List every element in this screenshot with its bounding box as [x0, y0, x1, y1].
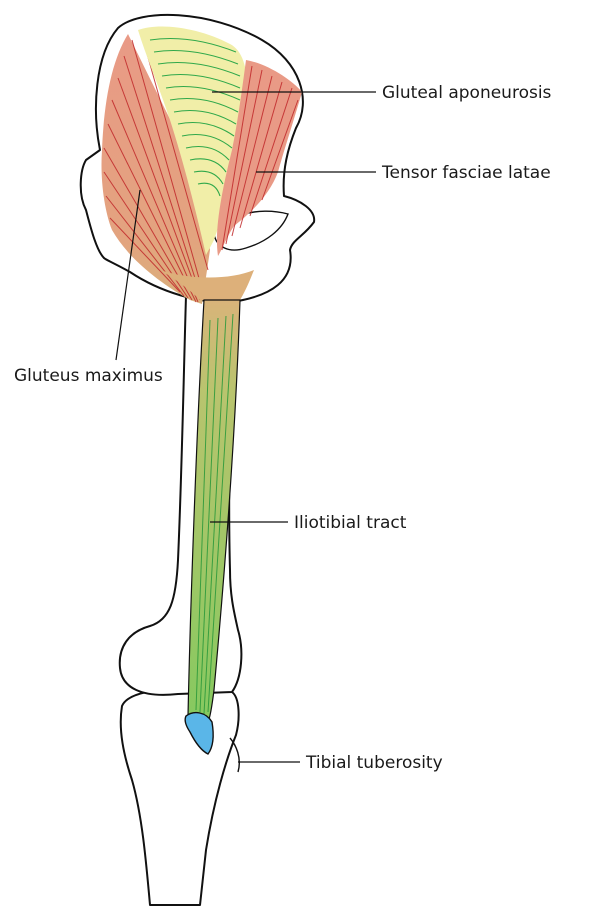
label-gluteus-maximus: Gluteus maximus: [14, 366, 163, 386]
label-tensor-fasciae-latae: Tensor fasciae latae: [381, 163, 551, 183]
label-tibial-tuberosity: Tibial tuberosity: [305, 753, 443, 773]
tibia: [121, 690, 240, 905]
label-gluteal-aponeurosis: Gluteal aponeurosis: [382, 83, 552, 103]
label-iliotibial-tract: Iliotibial tract: [294, 513, 407, 533]
